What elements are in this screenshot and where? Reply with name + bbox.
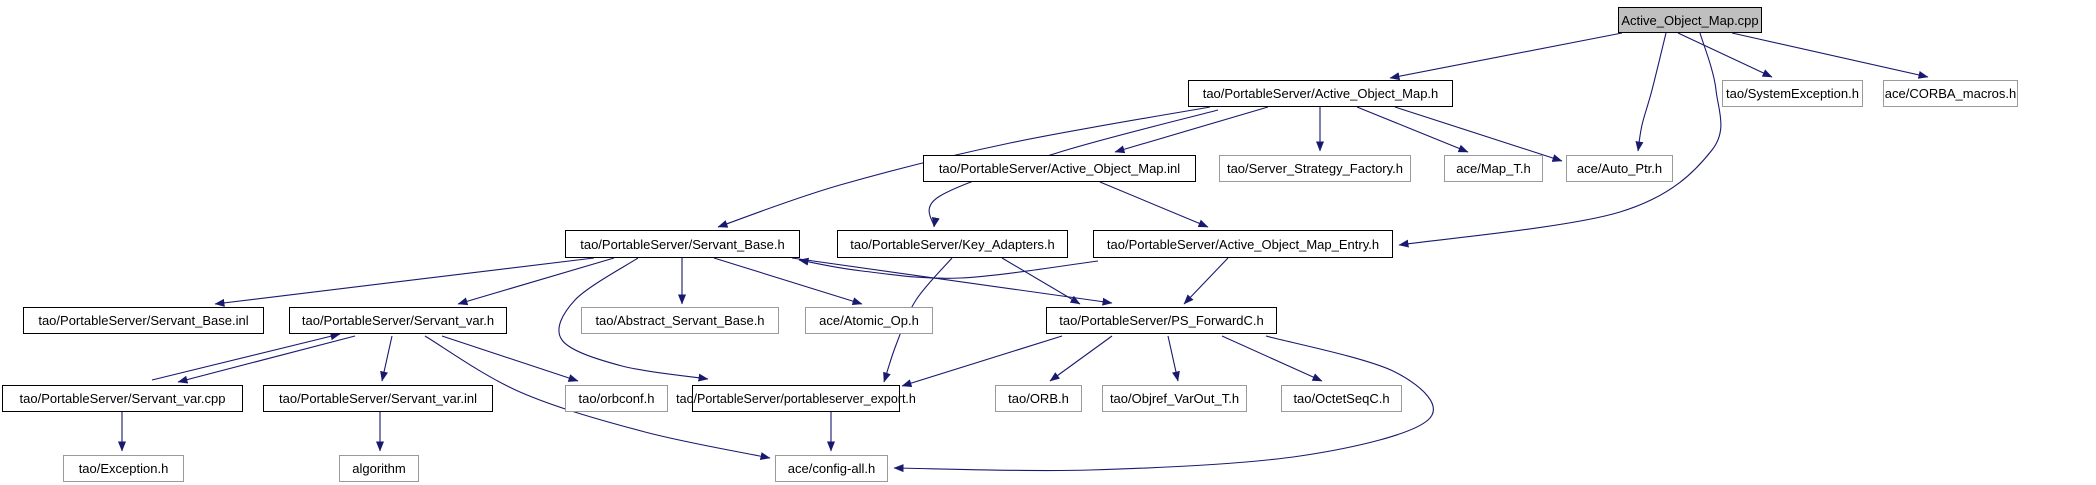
include-edge-active-object-map-inl--active-object-map-entry-h bbox=[1099, 181, 1209, 228]
graph-node-orb-h[interactable]: tao/ORB.h bbox=[995, 385, 1082, 412]
graph-node-servant-var-cpp[interactable]: tao/PortableServer/Servant_var.cpp bbox=[2, 385, 243, 412]
include-edge-active-object-map-cpp--active-object-map-entry-h bbox=[1398, 32, 1722, 248]
graph-node-algorithm[interactable]: algorithm bbox=[339, 455, 419, 482]
graph-node-portableserver-export-h[interactable]: tao/PortableServer/portableserver_export… bbox=[676, 385, 916, 412]
include-edge-servant-base-h--portableserver-export-h bbox=[558, 257, 709, 382]
graph-node-active-object-map-cpp[interactable]: Active_Object_Map.cpp bbox=[1618, 7, 1762, 33]
graph-node-corba-macros-h[interactable]: ace/CORBA_macros.h bbox=[1883, 80, 2018, 107]
graph-node-ps-forwardc-h[interactable]: tao/PortableServer/PS_ForwardC.h bbox=[1046, 307, 1277, 334]
graph-node-map-t-h[interactable]: ace/Map_T.h bbox=[1444, 155, 1543, 182]
include-edge-servant-var-h--config-all-h bbox=[424, 335, 771, 460]
graph-node-system-exception-h[interactable]: tao/SystemException.h bbox=[1722, 80, 1863, 107]
graph-node-octetseqc-h[interactable]: tao/OctetSeqC.h bbox=[1281, 385, 1402, 412]
graph-node-active-object-map-h[interactable]: tao/PortableServer/Active_Object_Map.h bbox=[1188, 80, 1453, 107]
graph-node-servant-var-inl[interactable]: tao/PortableServer/Servant_var.inl bbox=[263, 385, 493, 412]
graph-node-abstract-servant-base-h[interactable]: tao/Abstract_Servant_Base.h bbox=[581, 307, 779, 334]
include-edge-ps-forwardc-h--config-all-h bbox=[893, 335, 1434, 473]
graph-node-active-object-map-entry-h[interactable]: tao/PortableServer/Active_Object_Map_Ent… bbox=[1093, 230, 1393, 258]
graph-node-objref-varout-t-h[interactable]: tao/Objref_VarOut_T.h bbox=[1102, 385, 1247, 412]
include-edge-active-object-map-entry-h--servant-base-h bbox=[798, 257, 1099, 279]
include-edge-ps-forwardc-h--objref-varout-t-h bbox=[1167, 335, 1180, 382]
include-edge-active-object-map-h--map-t-h bbox=[1356, 106, 1469, 153]
include-edge-servant-var-h--servant-var-inl bbox=[380, 335, 393, 382]
include-edge-active-object-map-h--auto-ptr-h bbox=[1394, 106, 1563, 162]
include-edge-servant-base-h--atomic-op-h bbox=[713, 257, 863, 306]
include-edge-active-object-map-h--active-object-map-inl bbox=[1114, 106, 1269, 154]
graph-node-active-object-map-inl[interactable]: tao/PortableServer/Active_Object_Map.inl bbox=[923, 155, 1196, 182]
include-edge-active-object-map-cpp--corba-macros-h bbox=[1731, 32, 1929, 79]
graph-node-key-adapters-h[interactable]: tao/PortableServer/Key_Adapters.h bbox=[837, 230, 1068, 258]
include-edge-ps-forwardc-h--orb-h bbox=[1049, 335, 1113, 382]
include-edge-active-object-map-cpp--system-exception-h bbox=[1677, 32, 1773, 78]
graph-node-servant-base-inl[interactable]: tao/PortableServer/Servant_Base.inl bbox=[23, 307, 264, 334]
include-edge-active-object-map-cpp--auto-ptr-h bbox=[1635, 32, 1667, 152]
graph-node-servant-var-h[interactable]: tao/PortableServer/Servant_var.h bbox=[289, 307, 507, 334]
include-edge-active-object-map-cpp--active-object-map-h bbox=[1389, 32, 1623, 81]
include-edge-servant-var-h--orbconf-h bbox=[441, 335, 579, 382]
include-edge-ps-forwardc-h--octetseqc-h bbox=[1221, 335, 1323, 382]
graph-node-auto-ptr-h[interactable]: ace/Auto_Ptr.h bbox=[1566, 155, 1673, 182]
graph-node-config-all-h[interactable]: ace/config-all.h bbox=[775, 455, 888, 482]
graph-node-servant-base-h[interactable]: tao/PortableServer/Servant_Base.h bbox=[565, 230, 800, 258]
graph-node-server-strategy-factory-h[interactable]: tao/Server_Strategy_Factory.h bbox=[1219, 155, 1411, 182]
graph-node-orbconf-h[interactable]: tao/orbconf.h bbox=[565, 385, 668, 412]
graph-node-exception-h[interactable]: tao/Exception.h bbox=[63, 455, 184, 482]
include-edge-servant-base-h--ps-forwardc-h bbox=[791, 257, 1113, 306]
include-edge-servant-base-h--servant-base-inl bbox=[214, 257, 595, 307]
include-edge-active-object-map-entry-h--ps-forwardc-h bbox=[1183, 257, 1229, 305]
include-edge-servant-var-h--servant-var-cpp bbox=[177, 335, 356, 384]
include-edge-servant-base-h--servant-var-h bbox=[457, 257, 615, 306]
include-edge-servant-var-cpp--servant-var-h bbox=[151, 332, 341, 381]
include-edge-ps-forwardc-h--portableserver-export-h bbox=[901, 335, 1063, 387]
graph-node-atomic-op-h[interactable]: ace/Atomic_Op.h bbox=[805, 307, 933, 334]
